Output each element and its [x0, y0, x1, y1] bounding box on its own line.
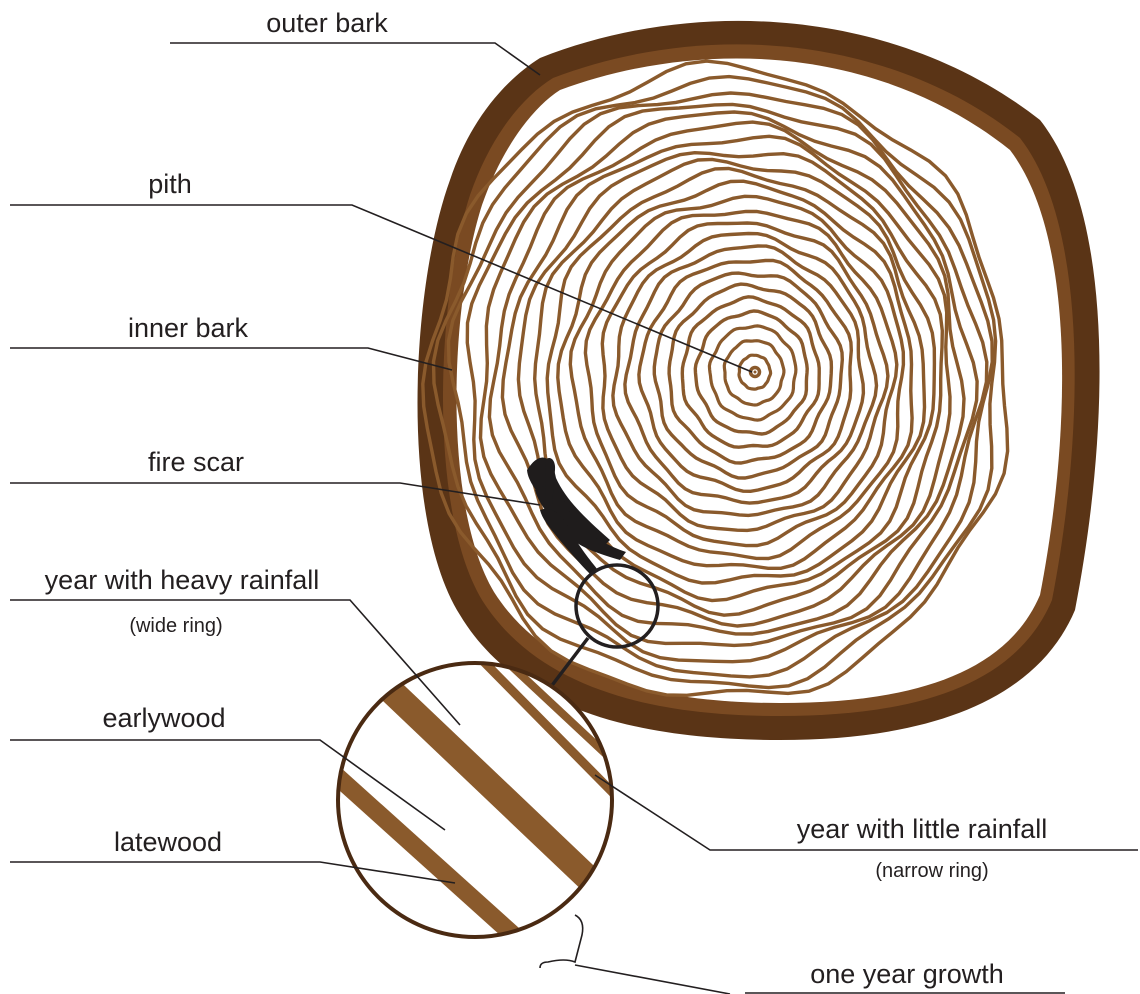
label-pith: pith [148, 169, 192, 199]
pith-core [754, 371, 757, 374]
outer-bark-leader [170, 43, 540, 75]
label-little-rainfall-note: (narrow ring) [875, 860, 988, 882]
one-year-growth-leader [575, 965, 730, 994]
inner-bark-leader [10, 348, 452, 370]
label-little-rainfall: year with little rainfall [797, 814, 1048, 844]
label-heavy-rainfall: year with heavy rainfall [45, 565, 320, 595]
label-inner-bark: inner bark [128, 313, 249, 343]
one-year-growth-bracket [540, 915, 583, 968]
label-fire-scar: fire scar [148, 447, 244, 477]
label-one-year-growth: one year growth [810, 959, 1004, 989]
trunk-cross-section [418, 21, 1100, 740]
label-heavy-rainfall-note: (wide ring) [129, 615, 222, 637]
label-latewood: latewood [114, 827, 222, 857]
label-outer-bark: outer bark [266, 8, 388, 38]
label-earlywood: earlywood [102, 703, 225, 733]
